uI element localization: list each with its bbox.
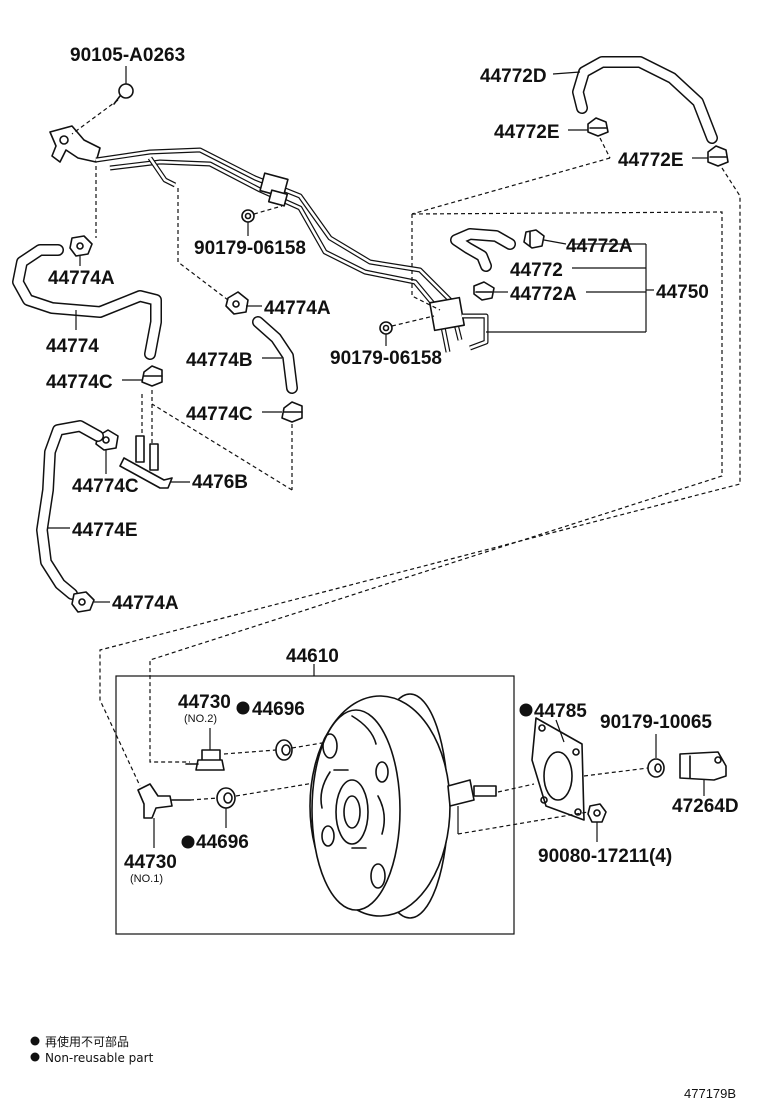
label-44696-upper: 44696: [252, 699, 305, 720]
label-90080-17211: 90080-17211(4): [538, 846, 672, 867]
label-44772d: 44772D: [480, 66, 547, 87]
label-44772a-upper: 44772A: [566, 236, 633, 257]
union-4476b: [119, 390, 190, 489]
bracket-47264d: [679, 751, 727, 796]
label-44772e-right: 44772E: [618, 150, 684, 171]
clip-44772a-upper: [523, 229, 567, 249]
legend-text-en: Non-reusable part: [45, 1051, 154, 1065]
label-44774a-bottom: 44774A: [112, 593, 179, 614]
label-44696-lower: 44696: [196, 832, 249, 853]
nut-90080-17211: [457, 803, 607, 842]
label-44772e-left: 44772E: [494, 122, 560, 143]
clip-44774a-middle: [177, 188, 262, 315]
label-4476b: 4476B: [192, 472, 248, 493]
vacuum-pipe-assembly: [49, 125, 489, 353]
label-44750: 44750: [656, 282, 709, 303]
booster-assembly-frame: [115, 664, 515, 935]
bolt-90179-06158-lower: [379, 315, 435, 346]
label-44772: 44772: [510, 260, 563, 281]
clip-44774c-upper: [122, 365, 163, 387]
label-44730-no1: 44730: [124, 852, 177, 873]
label-44774c-upper: 44774C: [46, 372, 113, 393]
label-44730-no2: 44730: [178, 692, 231, 713]
clip-44774a-left: [69, 166, 97, 266]
label-90179-10065: 90179-10065: [600, 712, 712, 733]
leader-44750: [486, 243, 654, 333]
label-no2: (NO.2): [184, 713, 217, 725]
clip-44774a-bottom: [71, 591, 110, 613]
grommet-44696-upper: [223, 739, 329, 761]
hose-44772d: [552, 56, 718, 144]
check-valve-44730-no2: [185, 728, 225, 771]
label-44785: 44785: [534, 701, 587, 722]
label-no1: (NO.1): [130, 873, 163, 885]
clip-44772a-lower: [473, 281, 508, 301]
legend-text-jp: 再使用不可部品: [45, 1034, 129, 1049]
nut-90179-10065: [647, 734, 665, 778]
bolt-90179-06158-upper: [241, 205, 283, 236]
label-90179-06158-upper: 90179-06158: [194, 238, 306, 259]
label-44774b: 44774B: [186, 350, 253, 371]
label-44774c-lower: 44774C: [72, 476, 139, 497]
hose-44772: [450, 228, 516, 272]
hose-44774b: [252, 316, 298, 394]
non-reusable-mark-44785: [519, 703, 533, 717]
label-90179-06158-lower: 90179-06158: [330, 348, 442, 369]
label-47264d: 47264D: [672, 796, 739, 817]
gasket-44785: [497, 717, 649, 821]
non-reusable-mark-44696-upper: [236, 701, 250, 715]
hose-44774: [12, 244, 162, 360]
label-44774e: 44774E: [72, 520, 138, 541]
clip-44772e-right: [692, 145, 729, 167]
label-44610: 44610: [286, 646, 339, 667]
label-44774a-left: 44774A: [48, 268, 115, 289]
clip-44774c-right: [151, 401, 303, 491]
hose-44774e: [36, 420, 104, 600]
non-reusable-mark-44696-lower: [181, 835, 195, 849]
drawing-code: 477179B: [684, 1086, 736, 1101]
label-44774a-middle: 44774A: [264, 298, 331, 319]
legend-bullet-jp: [30, 1036, 40, 1046]
label-90105-a0263: 90105-A0263: [70, 45, 185, 66]
brake-booster-body: [309, 693, 497, 919]
bolt-90105-a0263: [71, 66, 134, 135]
check-valve-44730-no1: [137, 783, 191, 848]
label-44774c-right: 44774C: [186, 404, 253, 425]
legend-bullet-en: [30, 1052, 40, 1062]
clip-44772e-left: [411, 117, 611, 215]
label-44774: 44774: [46, 336, 99, 357]
label-44772a-lower: 44772A: [510, 284, 577, 305]
